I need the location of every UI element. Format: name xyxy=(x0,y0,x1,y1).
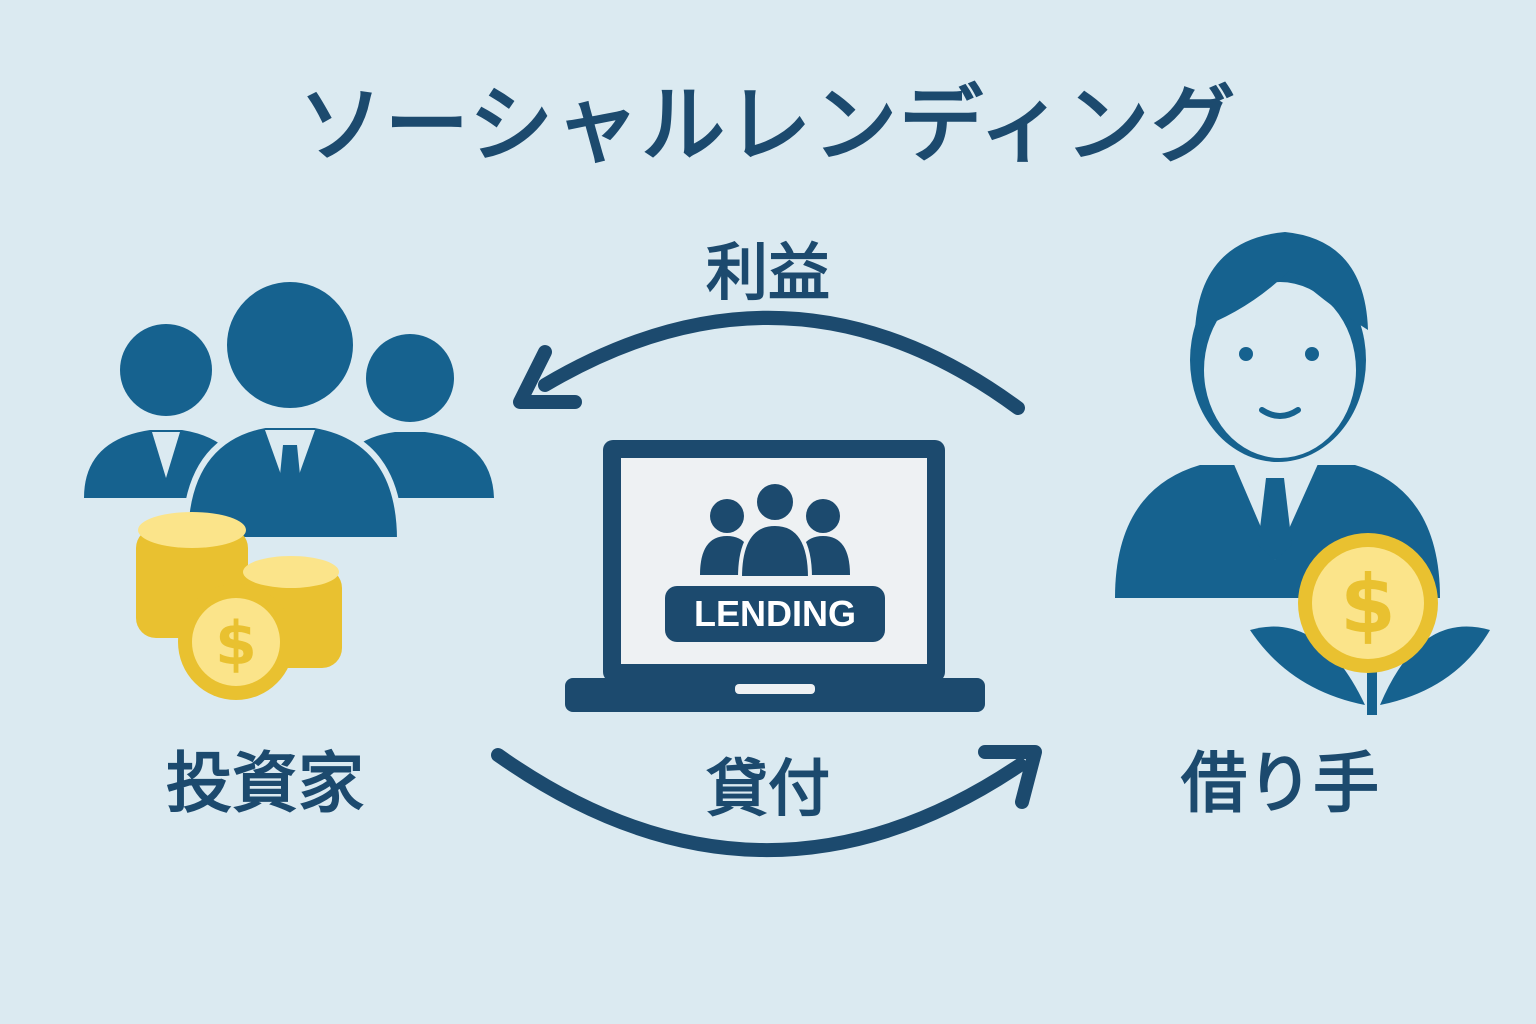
dollar-icon: $ xyxy=(215,609,257,679)
people-group-icon xyxy=(700,480,850,580)
dollar-icon: $ xyxy=(1340,558,1396,651)
lending-badge-label: LENDING xyxy=(694,593,856,634)
page-title: ソーシャルレンディング xyxy=(298,76,1238,174)
investors-icon xyxy=(84,276,494,543)
profit-arrow xyxy=(513,310,1025,415)
loan-arrow xyxy=(491,745,1042,858)
borrower-label: 借り手 xyxy=(1181,745,1379,822)
growing-coin-icon: $ xyxy=(1250,533,1490,715)
investor-label: 投資家 xyxy=(166,745,364,822)
laptop-icon xyxy=(565,440,985,712)
profit-label: 利益 xyxy=(705,236,830,309)
loan-label: 貸付 xyxy=(705,752,830,825)
coins-icon: $ xyxy=(136,512,342,700)
